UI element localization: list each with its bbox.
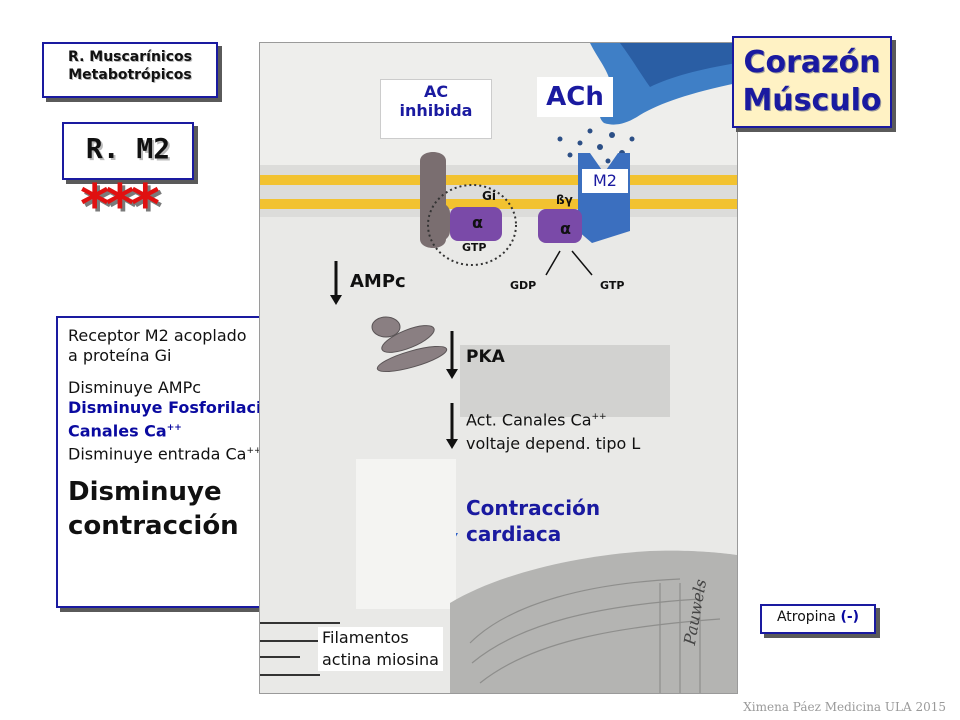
ampc-label: AMPc: [350, 271, 406, 292]
ac-inhibida-label: AC inhibida: [380, 79, 492, 139]
atropina-label: Atropina: [776, 609, 841, 625]
atropina-sign: (-): [840, 609, 860, 625]
gdp-label: GDP: [510, 279, 537, 292]
summary-line-6: Disminuye entrada Ca++: [68, 441, 342, 464]
gi-label: Gi: [482, 189, 496, 203]
canales-line-1: Act. Canales Ca++: [466, 405, 640, 432]
title-muscarinic-box: R. Muscarínicos Metabotrópicos: [42, 42, 218, 98]
stars-mark: ***: [80, 173, 160, 238]
beta-gamma-label: ßγ: [556, 193, 573, 207]
alpha-label-right: α: [560, 219, 571, 238]
title-line-1: R. Muscarínicos: [68, 49, 192, 65]
credit-text: Ximena Páez Medicina ULA 2015: [743, 700, 946, 714]
summary-line-5-text: Canales Ca: [68, 421, 167, 441]
summary-line-1: Receptor M2 acoplado: [68, 326, 247, 345]
corner-box-corazon: Corazón Músculo: [732, 36, 892, 128]
pka-label: PKA: [466, 347, 505, 367]
corner-line-2: Músculo: [742, 83, 882, 118]
ach-label: ACh: [537, 77, 613, 117]
canales-line-1-text: Act. Canales Ca: [466, 410, 592, 430]
contraccion-label: Contracción cardiaca: [466, 495, 600, 547]
summary-line-7: Disminuye: [68, 476, 222, 507]
gtp-right-label: GTP: [600, 279, 625, 292]
illustration-svg: [260, 43, 737, 693]
filamentos-line-1: Filamentos: [322, 628, 409, 647]
summary-line-3: Disminuye AMPc: [68, 378, 202, 397]
summary-line-5: Canales Ca++: [68, 418, 342, 441]
summary-line-4: Disminuye Fosforilación: [68, 398, 284, 417]
ac-line-1: AC: [423, 82, 449, 101]
ac-line-2: inhibida: [399, 101, 473, 120]
gtp-left-label: GTP: [462, 241, 487, 254]
m2-label: M2: [582, 169, 628, 193]
canales-line-2: voltaje depend. tipo L: [466, 434, 641, 454]
receptor-title: R. M2: [85, 132, 171, 165]
summary-line-5-sup: ++: [166, 423, 182, 433]
contraccion-line-2: cardiaca: [466, 522, 562, 546]
receptor-title-box: R. M2: [62, 122, 194, 180]
summary-line-6-text: Disminuye entrada Ca: [68, 444, 247, 464]
atropina-box: Atropina (-): [760, 604, 876, 634]
filamentos-label: Filamentos actina miosina: [318, 627, 443, 671]
summary-line-6-sup: ++: [246, 446, 262, 457]
alpha-label-left: α: [472, 213, 483, 232]
filamentos-line-2: actina miosina: [322, 650, 439, 669]
canales-line-1-sup: ++: [591, 412, 607, 422]
title-line-2: Metabotrópicos: [68, 67, 192, 83]
receptor-illustration: AC inhibida ACh M2 Gi ßγ α α GTP GDP GTP…: [259, 42, 738, 694]
corner-line-1: Corazón: [743, 45, 881, 80]
summary-line-2: a proteína Gi: [68, 346, 172, 365]
contraccion-line-1: Contracción: [466, 496, 601, 520]
summary-line-8: contracción: [68, 510, 239, 541]
canales-label: Act. Canales Ca++ voltaje depend. tipo L: [466, 405, 640, 456]
